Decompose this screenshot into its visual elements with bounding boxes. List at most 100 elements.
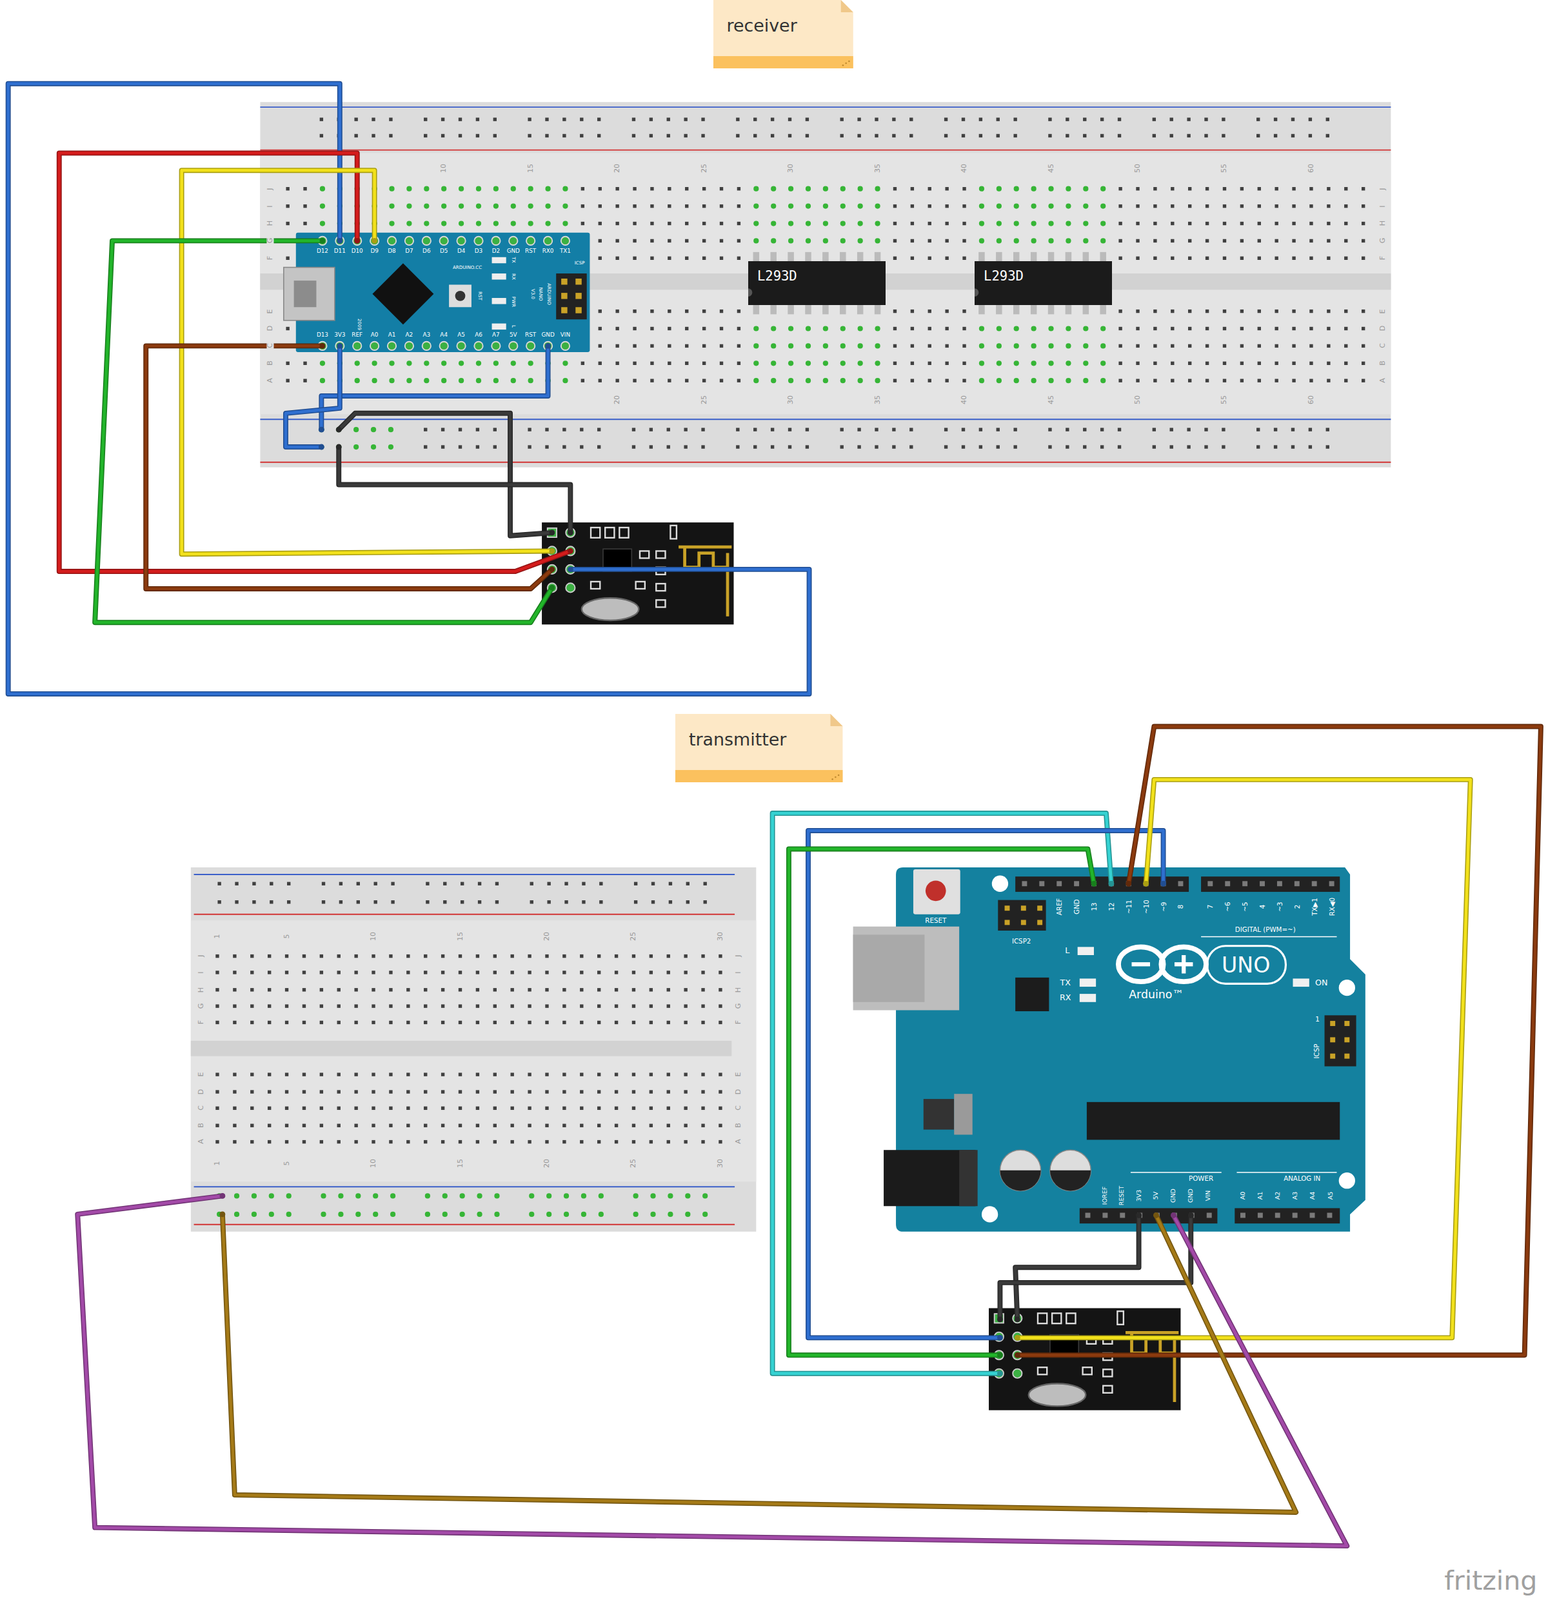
breadboard-hole <box>285 1106 289 1111</box>
breadboard-hole <box>1048 134 1052 138</box>
breadboard-hole <box>962 221 966 226</box>
breadboard-hole <box>406 954 410 958</box>
breadboard-hole <box>1100 343 1106 349</box>
breadboard-hole <box>857 445 861 449</box>
breadboard-hole <box>510 1106 515 1111</box>
breadboard-hole <box>735 445 740 449</box>
breadboard-hole <box>1031 186 1037 192</box>
row-letter: A <box>197 1139 205 1146</box>
breadboard-hole <box>545 988 549 992</box>
breadboard-hole <box>962 309 966 313</box>
row-letter: I <box>267 204 275 208</box>
breadboard-hole <box>459 1193 466 1199</box>
breadboard-hole <box>1221 117 1225 121</box>
breadboard-hole <box>527 1140 531 1144</box>
breadboard-hole <box>632 445 636 449</box>
breadboard-hole <box>232 954 237 958</box>
breadboard-hole <box>527 445 531 449</box>
breadboard-hole <box>1153 309 1157 313</box>
breadboard-hole <box>1240 344 1244 348</box>
breadboard-hole <box>354 360 360 366</box>
breadboard-hole <box>545 1090 549 1094</box>
radio-module <box>988 1308 1181 1410</box>
breadboard-hole <box>702 221 706 226</box>
breadboard-hole <box>215 1124 219 1128</box>
wire <box>8 83 810 695</box>
breadboard-hole <box>476 1072 480 1076</box>
breadboard-hole <box>476 1090 480 1094</box>
breadboard-hole <box>702 256 706 260</box>
breadboard-hole <box>651 882 655 886</box>
pin-label: 5V <box>509 331 518 338</box>
breadboard-hole <box>1344 378 1348 382</box>
breadboard-hole <box>701 427 705 431</box>
breadboard-hole <box>788 343 794 349</box>
arduino-uno-part <box>923 1099 954 1130</box>
pin-label: A6 <box>474 331 483 338</box>
breadboard-hole <box>1240 204 1244 208</box>
header-pin <box>1056 881 1062 887</box>
breadboard-hole <box>388 377 395 384</box>
breadboard-hole <box>546 1193 552 1199</box>
breadboard-hole <box>788 134 792 138</box>
breadboard-hole <box>667 187 671 191</box>
breadboard-hole <box>1344 309 1348 313</box>
breadboard-hole <box>666 1106 671 1111</box>
breadboard-hole <box>1031 343 1037 349</box>
breadboard-hole <box>406 360 412 366</box>
row-letter: F <box>735 1019 743 1025</box>
breadboard-hole <box>1222 256 1227 260</box>
breadboard-hole <box>701 970 705 974</box>
breadboard-hole <box>579 1072 584 1076</box>
breadboard-hole <box>562 1072 566 1076</box>
breadboard-hole <box>1291 361 1296 366</box>
chip-label: L293D <box>983 268 1103 285</box>
breadboard-hole <box>805 377 811 384</box>
breadboard-hole <box>545 220 551 226</box>
breadboard-hole <box>1240 187 1244 191</box>
chip-body: L293D <box>974 261 1113 306</box>
row-letter: E <box>1379 308 1387 315</box>
breadboard-hole <box>441 1021 445 1025</box>
breadboard-hole <box>597 117 601 121</box>
breadboard-hole <box>493 1140 497 1144</box>
breadboard-hole <box>684 1211 691 1218</box>
breadboard-hole <box>735 117 740 121</box>
pin-label: A0 <box>370 331 379 338</box>
breadboard-hole <box>928 187 932 191</box>
breadboard-hole <box>615 221 619 226</box>
note-grip <box>834 776 837 779</box>
breadboard-hole <box>666 117 671 121</box>
arduino-uno <box>853 867 1366 1232</box>
breadboard-hole <box>579 117 584 121</box>
sticky-note: transmitter <box>675 714 843 783</box>
row-letter: J <box>267 187 275 191</box>
led-label: RX <box>1059 993 1071 1003</box>
row-letter: G <box>1379 237 1387 245</box>
breadboard-hole <box>1135 239 1140 243</box>
arduino-uno-part <box>953 1093 973 1135</box>
breadboard-hole <box>1118 221 1122 226</box>
arduino-nano-part <box>283 267 335 321</box>
chip-notch <box>748 288 753 297</box>
breadboard-hole <box>1309 187 1313 191</box>
breadboard-number: 45 <box>1047 395 1055 405</box>
header-pin <box>1242 881 1248 887</box>
breadboard-hole <box>1100 134 1104 138</box>
breadboard-hole <box>546 1211 552 1218</box>
breadboard-hole <box>250 1106 254 1111</box>
breadboard-hole <box>1291 187 1296 191</box>
breadboard-hole <box>666 1021 671 1025</box>
breadboard-hole <box>302 970 306 974</box>
breadboard-hole <box>1309 378 1313 382</box>
breadboard-hole <box>702 361 706 366</box>
breadboard-hole <box>979 186 985 192</box>
breadboard-hole <box>337 970 341 974</box>
header-pin <box>1126 881 1132 887</box>
breadboard-hole <box>1240 361 1244 366</box>
row-letter: B <box>267 359 275 367</box>
breadboard-hole <box>857 203 864 209</box>
breadboard-hole <box>598 378 602 382</box>
breadboard-hole <box>719 344 724 348</box>
breadboard-hole <box>441 134 445 138</box>
